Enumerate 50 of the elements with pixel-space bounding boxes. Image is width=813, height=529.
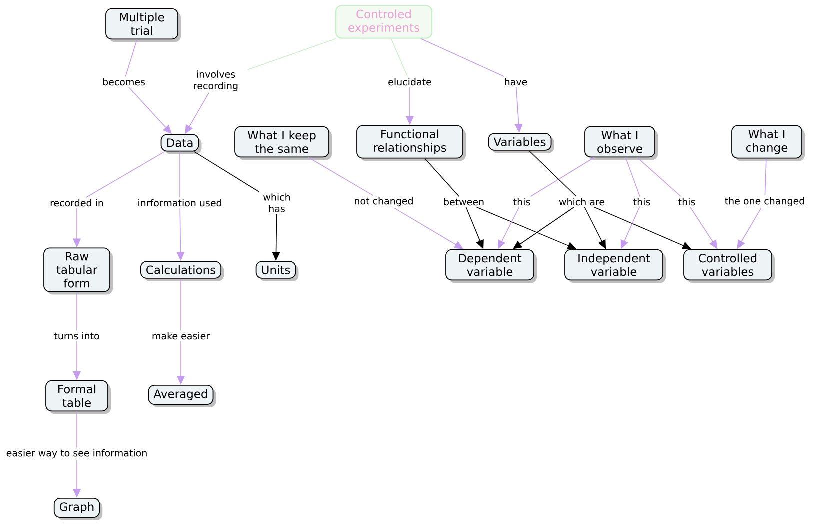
connector-line (180, 278, 182, 332)
connector-line (764, 158, 767, 196)
connector-line (194, 151, 260, 192)
linking-phrase: easier way to see information (4, 448, 150, 460)
linking-phrase: becomes (101, 76, 147, 88)
concept-box: Functional relationships (356, 125, 466, 162)
concept-box: What I change (732, 125, 805, 162)
concept-box: Averaged (148, 384, 216, 408)
concept-box: What I observe (584, 126, 658, 160)
linking-phrase: between (442, 196, 486, 208)
concept-box: Raw tabular form (44, 248, 113, 295)
linking-phrase: involves recording (184, 69, 248, 93)
concept-box: Calculations (140, 261, 224, 282)
linking-phrase: which are (557, 196, 607, 208)
concept-box: Graph (54, 498, 103, 521)
connector-line (247, 38, 336, 70)
connector-line (390, 38, 408, 78)
concept-box: Dependent variable (446, 249, 537, 284)
connector-line (637, 157, 682, 198)
linking-phrase: turns into (52, 330, 102, 342)
linking-phrase: this (676, 196, 698, 208)
linking-phrase: inrformation used (136, 198, 224, 208)
concept-box: Multiple trial (106, 8, 181, 42)
concept-box: What I keep the same (234, 126, 332, 160)
connector-line (125, 39, 138, 78)
connector-line (76, 292, 78, 332)
connector-line (424, 158, 460, 198)
connector-line (308, 157, 374, 196)
linking-phrase: have (502, 76, 530, 88)
concept-box: Units (256, 261, 299, 282)
linking-phrase: which has (258, 192, 296, 214)
concept-box: Controled experiments (335, 5, 433, 39)
concept-box: Data (160, 134, 202, 154)
linking-phrase: this (512, 196, 532, 208)
connector-line (76, 411, 78, 448)
concept-box: Controlled variables (684, 249, 775, 284)
linking-phrase: make easier (150, 330, 212, 342)
linking-phrase: elucidate (386, 76, 434, 88)
connector-line (86, 151, 166, 198)
connector-line (420, 38, 505, 78)
linking-phrase: not changed (352, 196, 416, 208)
linking-phrase: recorded in (48, 198, 106, 208)
concept-box: Variables (488, 133, 554, 154)
connector-line (625, 157, 640, 198)
concept-box: Formal table (46, 380, 111, 414)
linking-phrase: this (632, 196, 652, 208)
connector-line (530, 157, 595, 198)
linking-phrase: the one changed (723, 196, 807, 208)
concept-box: Independent variable (564, 249, 666, 284)
connector-line (528, 150, 577, 198)
